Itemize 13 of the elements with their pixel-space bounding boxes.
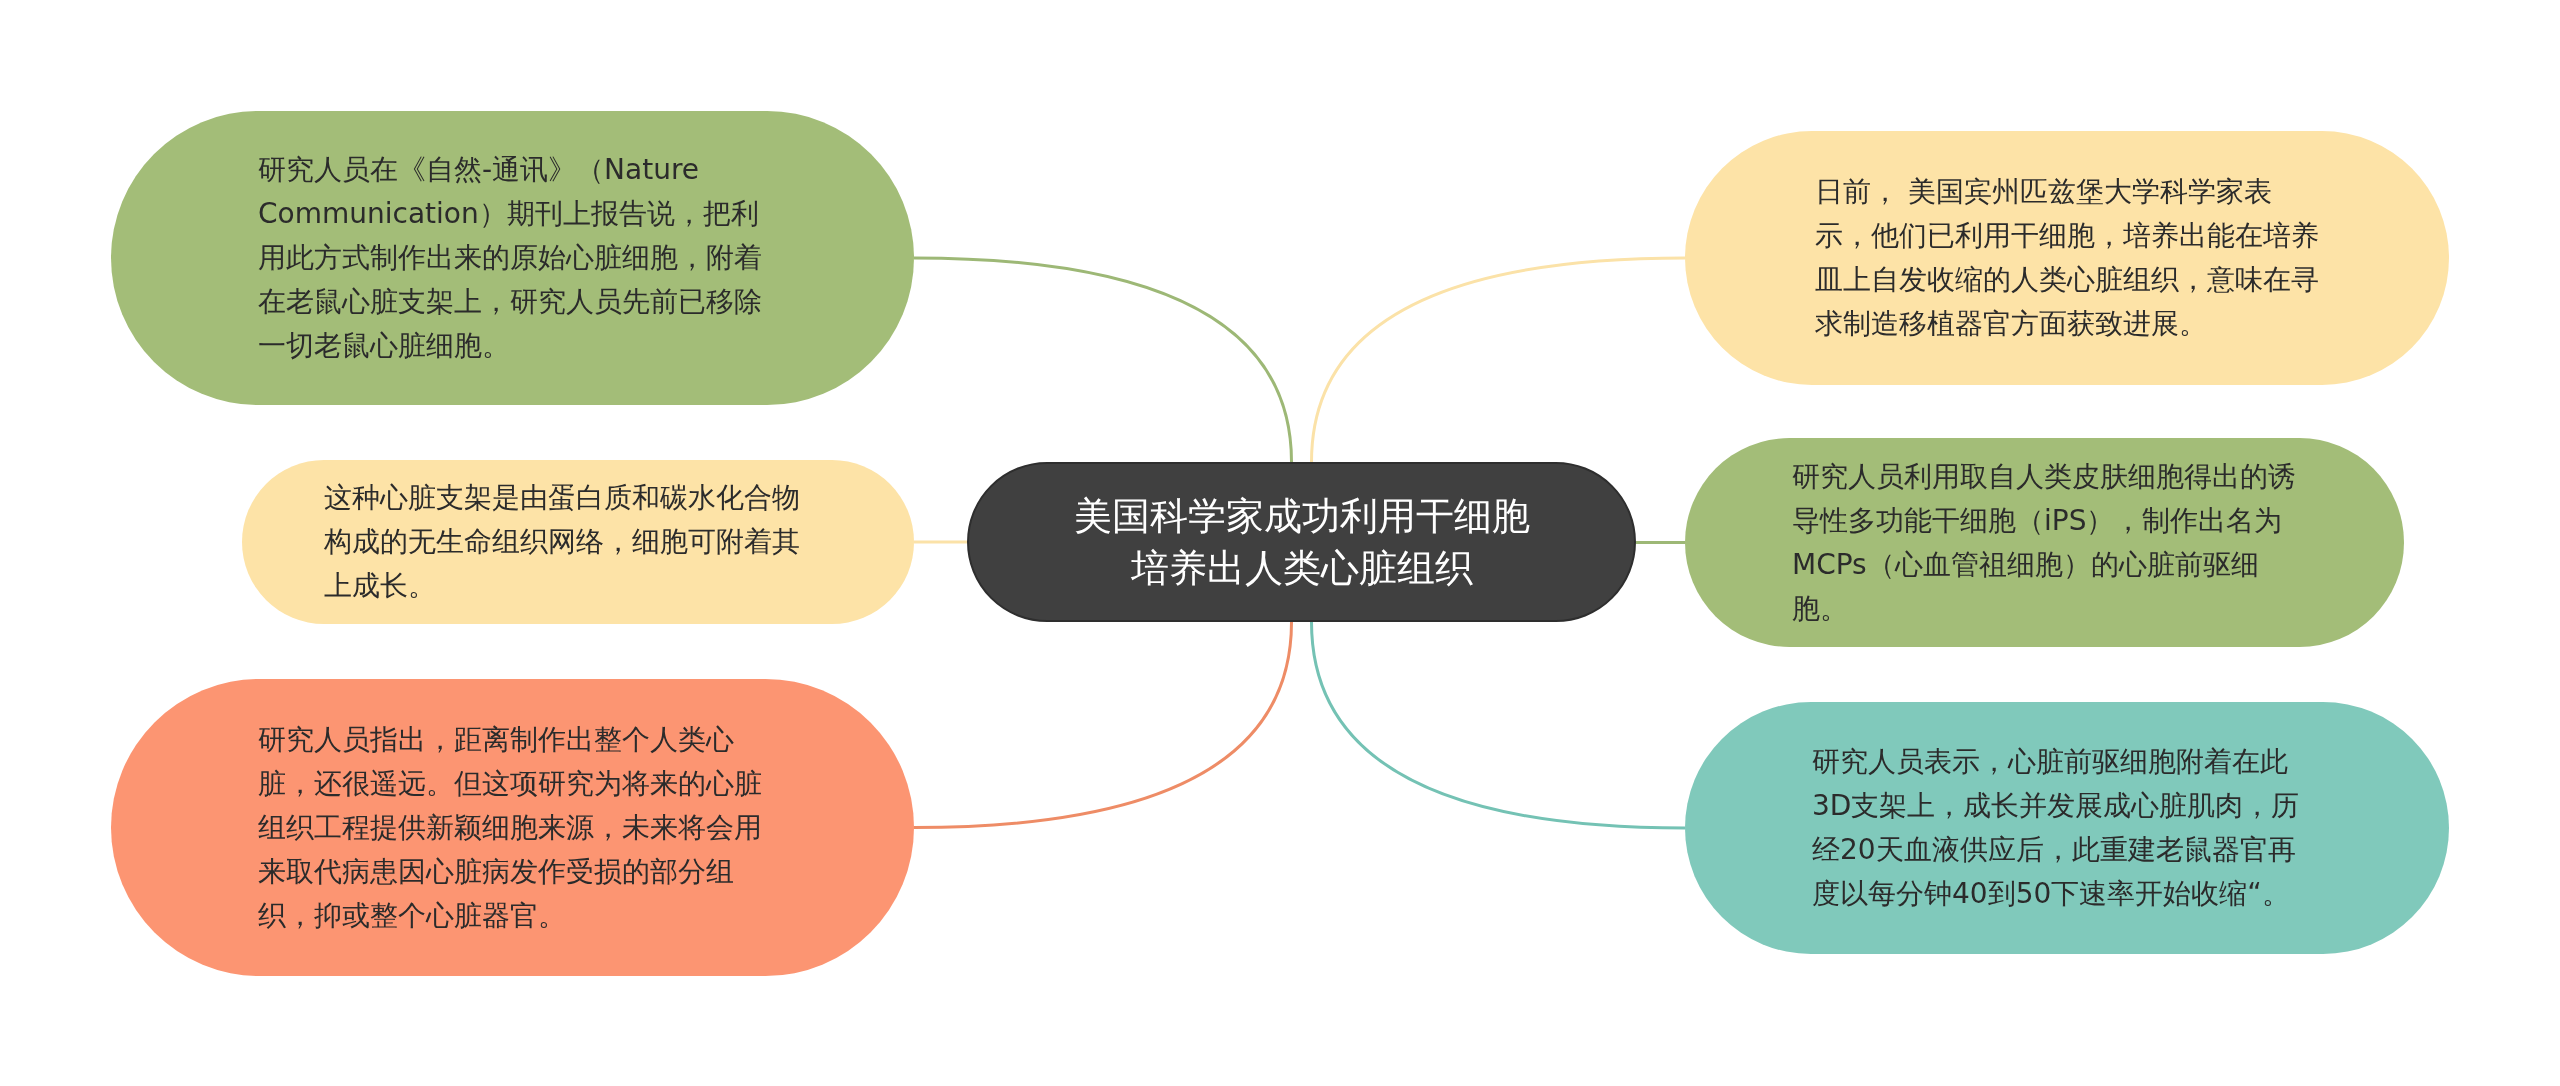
connector-line — [914, 540, 967, 544]
topic-bubble: 日前， 美国宾州匹兹堡大学科学家表示，他们已利用干细胞，培养出能在培养皿上自发收缩的人类心脏组织，意味在寻求制造移植器官方面获致进展。 — [1685, 131, 2449, 385]
topic-bubble: 这种心脏支架是由蛋白质和碳水化合物构成的无生命组织网络，细胞可附着其上成长。 — [242, 460, 914, 624]
connector-line — [1310, 256, 1686, 463]
topic-bubble: 研究人员指出，距离制作出整个人类心脏，还很遥远。但这项研究为将来的心脏组织工程提供新颖细胞来源，未来将会用来取代病患因心脏病发作受损的部分组织，抑或整个心脏器官。 — [111, 679, 914, 976]
topic-bubble: 研究人员在《自然-通讯》（Nature Communication）期刊上报告说，把利用此方式制作出来的原始心脏细胞，附着在老鼠心脏支架上，研究人员先前已移除一切老鼠心脏细胞。 — [111, 111, 914, 405]
connector-line — [913, 256, 1293, 463]
topic-bubble: 研究人员利用取自人类皮肤细胞得出的诱导性多功能干细胞（iPS），制作出名为 MCPs（心血管祖细胞）的心脏前驱细胞。 — [1685, 438, 2404, 647]
central-topic-bubble: 美国科学家成功利用干细胞培养出人类心脏组织 — [967, 462, 1636, 622]
connector-line — [1310, 621, 1686, 830]
connector-line — [913, 621, 1293, 829]
topic-bubble: 研究人员表示，心脏前驱细胞附着在此3D支架上，成长并发展成心脏肌肉，历经20天血液供应后，此重建老鼠器官再度以每分钟40到50下速率开始收缩“。 — [1685, 702, 2449, 954]
connector-line — [1636, 541, 1685, 544]
